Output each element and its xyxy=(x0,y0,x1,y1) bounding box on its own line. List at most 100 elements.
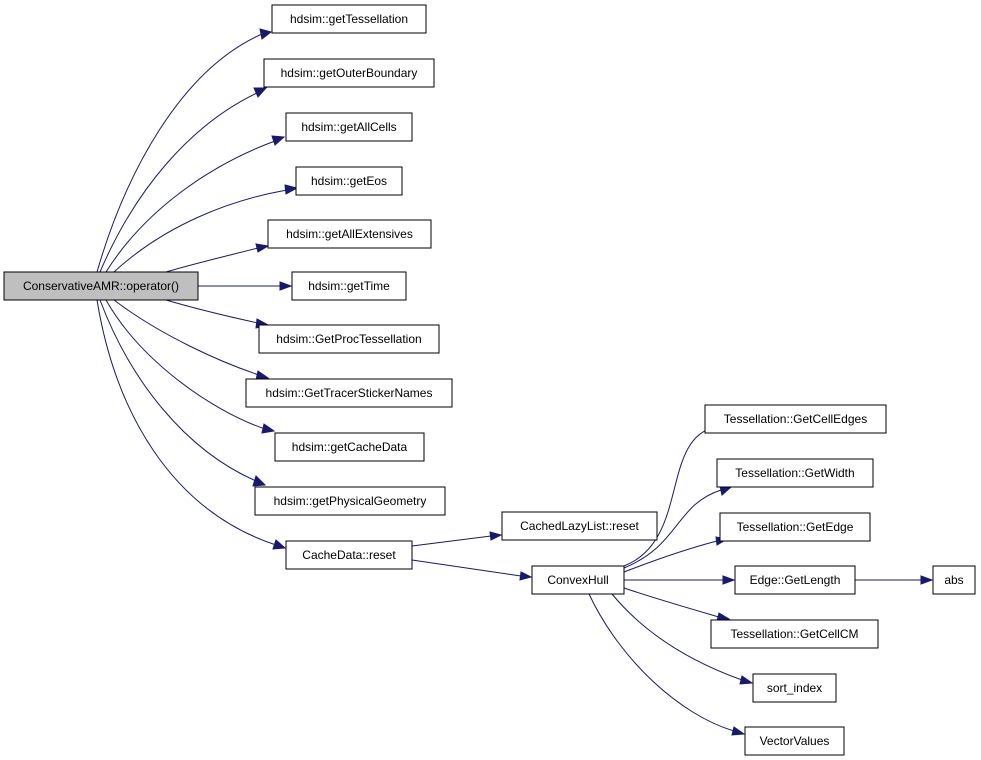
edge-line xyxy=(113,299,260,376)
node-GetLength[interactable]: Edge::GetLength xyxy=(734,565,856,595)
node-ConvexHull[interactable]: ConvexHull xyxy=(531,565,625,595)
node-box[interactable] xyxy=(254,486,446,516)
node-box[interactable] xyxy=(271,4,427,34)
arrowhead-icon xyxy=(731,726,746,736)
node-CachedLazyListReset[interactable]: CachedLazyList::reset xyxy=(501,511,658,541)
node-label: Tessellation::GetCellCM xyxy=(730,627,858,641)
node-label: hdsim::getCacheData xyxy=(292,440,408,454)
node-label: Tessellation::GetWidth xyxy=(735,466,854,480)
nodes-layer: ConservativeAMR::operator() hdsim::getTes… xyxy=(3,4,976,756)
node-box[interactable] xyxy=(258,324,440,354)
node-GetCellEdges[interactable]: Tessellation::GetCellEdges xyxy=(704,404,887,434)
arrowhead-icon xyxy=(255,243,270,253)
edge-line xyxy=(96,299,277,546)
node-box[interactable] xyxy=(267,219,432,249)
node-box[interactable] xyxy=(285,112,413,142)
edge-line xyxy=(99,92,258,273)
arrowhead-icon xyxy=(261,423,276,434)
edge-ConvexHull-to-GetCellEdges xyxy=(623,421,727,567)
arrowhead-icon xyxy=(252,475,267,487)
node-getAllCells[interactable]: hdsim::getAllCells xyxy=(285,112,413,142)
node-getTessellation[interactable]: hdsim::getTessellation xyxy=(271,4,427,34)
node-box[interactable] xyxy=(704,404,887,434)
edge-line xyxy=(99,299,257,482)
node-box[interactable] xyxy=(274,432,425,462)
node-getCacheData[interactable]: hdsim::getCacheData xyxy=(274,432,425,462)
node-getEos[interactable]: hdsim::getEos xyxy=(295,166,403,196)
node-box[interactable] xyxy=(734,565,856,595)
node-label: hdsim::getEos xyxy=(311,174,387,188)
node-label: hdsim::GetProcTessellation xyxy=(276,332,421,346)
node-sort_index[interactable]: sort_index xyxy=(752,673,837,703)
edge-ConvexHull-to-GetLength xyxy=(624,575,736,585)
edge-ConvexHull-to-sort_index xyxy=(611,593,754,685)
edge-root-to-getAllCells xyxy=(105,135,286,273)
edge-line xyxy=(113,189,288,273)
edge-root-to-getAllExtensives xyxy=(165,243,270,273)
node-VectorValues[interactable]: VectorValues xyxy=(744,726,845,756)
node-box[interactable] xyxy=(752,673,837,703)
node-GetEdge[interactable]: Tessellation::GetEdge xyxy=(719,512,871,542)
node-box[interactable] xyxy=(285,540,413,570)
edge-CacheDataReset-to-ConvexHull xyxy=(411,559,533,581)
node-label: Tessellation::GetCellEdges xyxy=(724,412,867,426)
node-GetCellCM[interactable]: Tessellation::GetCellCM xyxy=(710,619,879,649)
edge-line xyxy=(623,489,722,569)
node-box[interactable] xyxy=(744,726,845,756)
node-label: hdsim::getTime xyxy=(308,279,390,293)
arrowhead-icon xyxy=(271,135,286,146)
arrowhead-icon xyxy=(259,28,273,40)
arrowhead-icon xyxy=(489,531,503,541)
edge-line xyxy=(588,593,735,732)
edge-root-to-getTime xyxy=(198,281,293,291)
edges-layer xyxy=(96,28,934,736)
edge-line xyxy=(623,540,718,573)
node-GetProcTessellation[interactable]: hdsim::GetProcTessellation xyxy=(258,324,440,354)
node-CacheDataReset[interactable]: CacheData::reset xyxy=(285,540,413,570)
node-label: hdsim::getTessellation xyxy=(290,12,408,26)
node-label: CacheData::reset xyxy=(302,548,396,562)
edge-line xyxy=(105,299,266,430)
node-label: Tessellation::GetEdge xyxy=(737,520,854,534)
edge-line xyxy=(623,426,716,567)
node-GetTracerStickerNames[interactable]: hdsim::GetTracerStickerNames xyxy=(245,378,453,408)
node-abs[interactable]: abs xyxy=(932,565,976,595)
node-getOuterBoundary[interactable]: hdsim::getOuterBoundary xyxy=(263,58,435,88)
node-box[interactable] xyxy=(295,166,403,196)
node-label: ConvexHull xyxy=(547,573,608,587)
node-box[interactable] xyxy=(719,512,871,542)
node-box[interactable] xyxy=(531,565,625,595)
arrowhead-icon xyxy=(272,539,287,550)
edge-root-to-GetTracerStickerNames xyxy=(113,299,270,381)
edge-ConvexHull-to-GetCellCM xyxy=(623,587,731,622)
node-getAllExtensives[interactable]: hdsim::getAllExtensives xyxy=(267,219,432,249)
edge-root-to-CacheDataReset xyxy=(96,299,287,550)
edge-line xyxy=(165,299,259,324)
node-box[interactable] xyxy=(245,378,453,408)
edge-root-to-GetProcTessellation xyxy=(165,299,270,329)
node-label: hdsim::getAllCells xyxy=(301,120,396,134)
edge-root-to-getEos xyxy=(113,184,299,273)
node-box[interactable] xyxy=(710,619,879,649)
arrowhead-icon xyxy=(519,571,533,581)
node-getPhysicalGeometry[interactable]: hdsim::getPhysicalGeometry xyxy=(254,486,446,516)
node-label: hdsim::getOuterBoundary xyxy=(281,66,418,80)
node-box[interactable] xyxy=(932,565,976,595)
node-GetWidth[interactable]: Tessellation::GetWidth xyxy=(716,458,874,488)
node-box[interactable] xyxy=(3,271,199,301)
node-label: sort_index xyxy=(767,681,822,695)
edge-line xyxy=(105,140,276,273)
node-box[interactable] xyxy=(263,58,435,88)
arrowhead-icon xyxy=(279,281,293,291)
arrowhead-icon xyxy=(739,675,754,685)
node-label: Edge::GetLength xyxy=(750,573,841,587)
node-root[interactable]: ConservativeAMR::operator() xyxy=(3,271,199,301)
edge-root-to-getOuterBoundary xyxy=(99,87,268,273)
arrowhead-icon xyxy=(253,87,268,98)
node-box[interactable] xyxy=(291,271,407,301)
edge-line xyxy=(96,33,263,273)
node-box[interactable] xyxy=(501,511,658,541)
node-box[interactable] xyxy=(716,458,874,488)
node-getTime[interactable]: hdsim::getTime xyxy=(291,271,407,301)
node-label: VectorValues xyxy=(760,734,830,748)
